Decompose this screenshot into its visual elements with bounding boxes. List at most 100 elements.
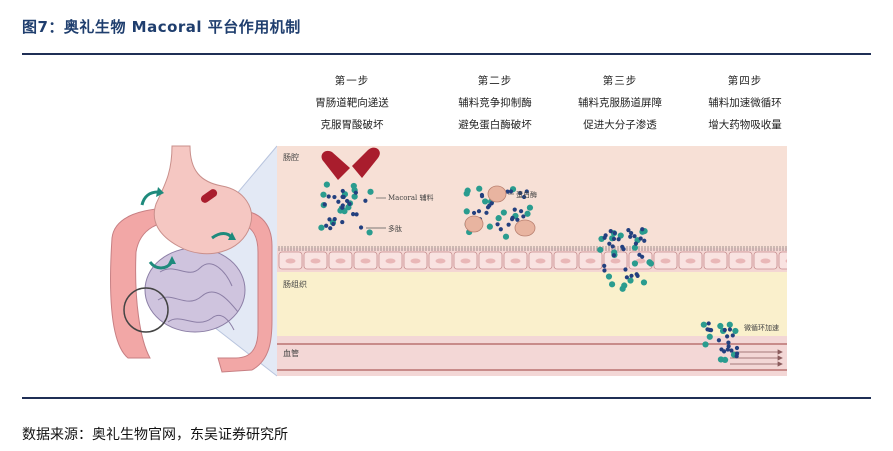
excipient-bead <box>700 321 707 328</box>
peptide-bead <box>611 236 617 241</box>
peptide-bead <box>512 207 517 212</box>
peptide-bead <box>602 268 607 273</box>
protease-label: 蛋白酶 <box>516 190 537 199</box>
cell-nucleus <box>335 258 346 264</box>
intestinal-cross-section <box>277 146 787 376</box>
cell-nucleus <box>435 258 446 264</box>
peptide-bead <box>632 234 637 239</box>
step-2-line1: 辅料竞争抑制酶 <box>458 97 532 109</box>
excipient-bead <box>502 233 510 240</box>
source-note: 数据来源：奥礼生物官网，东吴证券研究所 <box>22 427 288 443</box>
step-3-line1: 辅料克服肠道屏障 <box>578 97 662 109</box>
lumen-label: 肠腔 <box>283 152 299 162</box>
peptide-bead <box>602 263 607 269</box>
protease-enzymes <box>464 185 536 237</box>
peptide-bead <box>358 225 364 230</box>
protease-enzyme <box>464 215 484 233</box>
peptide-bead <box>725 347 730 352</box>
cell-nucleus <box>710 258 721 264</box>
peptide-bead <box>332 216 337 222</box>
peptide-bead <box>351 212 356 217</box>
peptide-bead <box>716 338 722 343</box>
peptide-bead <box>629 273 634 278</box>
peptide-bead <box>515 217 520 222</box>
excipient-bead <box>732 327 739 335</box>
peptide-bead <box>624 275 629 280</box>
excipient-bead <box>619 285 626 292</box>
peptide-bead <box>602 235 607 240</box>
step-3-title: 第三步 <box>602 75 638 87</box>
excipient-bead <box>495 215 502 222</box>
peptide-bead <box>620 244 625 249</box>
peptide-bead <box>353 190 358 195</box>
step-1-header: 第一步 胃肠道靶向递送 克服胃酸破坏 <box>297 70 407 136</box>
excipient-bead <box>526 204 534 211</box>
peptide-bead <box>336 199 341 204</box>
excipient-bead <box>500 209 507 216</box>
peptide-bead <box>638 236 643 241</box>
protease-enzyme <box>514 219 536 237</box>
step-2-title: 第二步 <box>477 75 513 87</box>
peptide-bead <box>347 201 352 207</box>
cell-nucleus <box>385 258 396 264</box>
excipient-bead <box>367 188 374 195</box>
excipient-bead <box>608 281 616 288</box>
peptide-bead <box>487 203 492 208</box>
peptide-bead <box>341 194 346 200</box>
peptide-bead <box>633 241 639 246</box>
step-4-line1: 辅料加速微循环 <box>708 97 782 109</box>
cell-nucleus <box>310 258 321 264</box>
excipient-bead <box>318 224 325 231</box>
cell-nucleus <box>685 258 696 264</box>
excipient-bead <box>702 341 709 348</box>
arrow-head-3 <box>168 256 176 264</box>
peptide-bead <box>484 210 489 215</box>
cell-nucleus <box>460 258 471 264</box>
cell-nucleus <box>610 258 621 264</box>
excipient-bead <box>627 277 634 284</box>
peptide-bead <box>611 253 617 258</box>
step-3-line2: 促进大分子渗透 <box>583 119 657 131</box>
small-intestine <box>144 247 246 333</box>
peptide-bead <box>326 194 331 199</box>
zoom-circle <box>123 287 169 333</box>
peptide-bead <box>476 209 482 214</box>
step-4-title: 第四步 <box>727 75 763 87</box>
peptide-bead <box>328 226 333 231</box>
peptide-bead <box>729 348 734 353</box>
peptide-bead <box>345 198 350 204</box>
peptide-bead <box>340 219 345 225</box>
excipient-bead <box>640 279 648 286</box>
peptide-bead <box>708 328 714 333</box>
peptide-bead <box>642 238 647 243</box>
excipient-bead <box>605 273 613 280</box>
cell-nucleus <box>560 258 571 264</box>
excipient-bead <box>486 223 493 230</box>
peptide-bead <box>722 327 727 333</box>
peptide-bead <box>495 222 500 227</box>
tissue-region <box>277 272 787 336</box>
epithelial-cells <box>278 251 787 270</box>
step-4-line2: 增大药物吸收量 <box>708 119 782 131</box>
top-rule <box>22 53 871 55</box>
peptide-bead <box>506 222 511 227</box>
peptide-bead <box>640 227 645 232</box>
excipient-bead <box>631 260 639 267</box>
excipient-bead <box>463 208 470 215</box>
peptide-bead <box>479 194 485 199</box>
excipient-bead <box>464 187 471 194</box>
cell-nucleus <box>535 258 546 264</box>
cell-nucleus <box>635 258 646 264</box>
excipient-bead <box>524 210 531 217</box>
step-1-line2: 克服胃酸破坏 <box>320 119 384 131</box>
peptide-bead <box>730 333 735 338</box>
excipient-bead <box>476 185 483 192</box>
gi-tract-illustration <box>110 145 273 373</box>
peptide-bead <box>340 188 345 194</box>
peptide-bead <box>726 340 731 345</box>
peptide-bead <box>607 241 612 246</box>
peptide-bead <box>498 227 503 232</box>
peptide-bead <box>521 214 526 219</box>
peptide-bead <box>340 203 345 208</box>
